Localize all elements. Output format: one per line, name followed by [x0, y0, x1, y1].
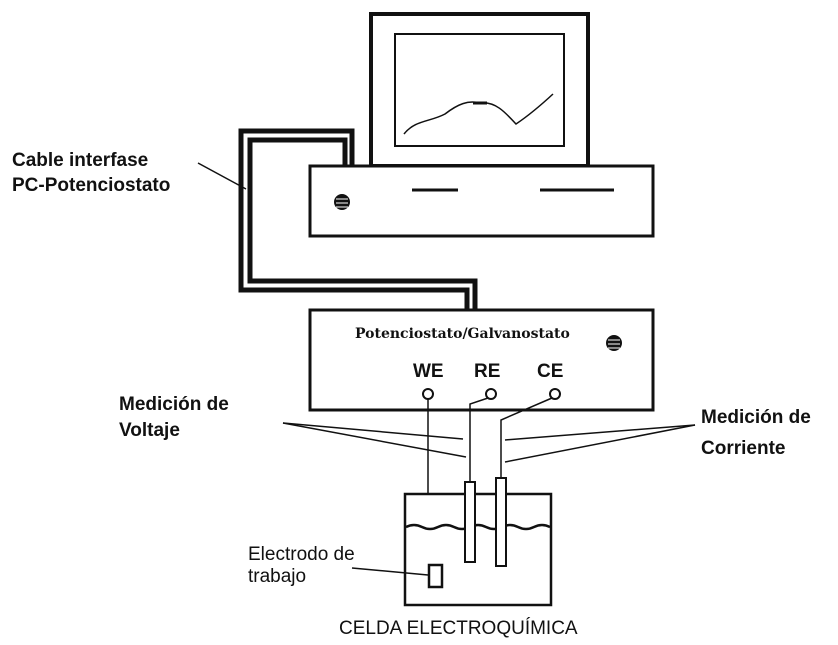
- ce-label: CE: [537, 361, 563, 382]
- re-terminal: [485, 388, 497, 400]
- voltage-label-line2: Voltaje: [119, 420, 180, 441]
- cable-pointer: [197, 162, 247, 190]
- reference-electrode: [464, 481, 476, 563]
- voltage-label-line1: Medición de: [119, 394, 229, 415]
- we-label: WE: [413, 361, 444, 382]
- computer-case: [308, 164, 655, 238]
- cell-label: CELDA ELECTROQUÍMICA: [339, 618, 578, 639]
- re-label: RE: [474, 361, 500, 382]
- potentiostat-indicator: [606, 335, 622, 351]
- interface-cable: [238, 128, 478, 310]
- current-label-line2: Corriente: [701, 438, 785, 459]
- electrolyte-surface: [405, 523, 551, 531]
- device-label: Potenciostato/Galvanostato: [355, 326, 570, 342]
- electrochemical-cell: [351, 477, 553, 607]
- measurement-lines: [282, 422, 696, 463]
- current-label-line1: Medición de: [701, 407, 811, 428]
- electrode-label-line2: trabajo: [248, 566, 306, 587]
- ce-terminal: [549, 388, 561, 400]
- cable-label-line1: Cable interfase: [12, 150, 148, 171]
- we-terminal: [422, 388, 434, 400]
- computer-monitor: [369, 12, 590, 168]
- pc-power-button: [334, 194, 350, 210]
- electrode-label-line1: Electrodo de: [248, 544, 355, 565]
- counter-electrode: [495, 477, 507, 567]
- potentiostat-box: [308, 308, 655, 412]
- working-electrode: [427, 563, 444, 589]
- cable-label-line2: PC-Potenciostato: [12, 175, 170, 196]
